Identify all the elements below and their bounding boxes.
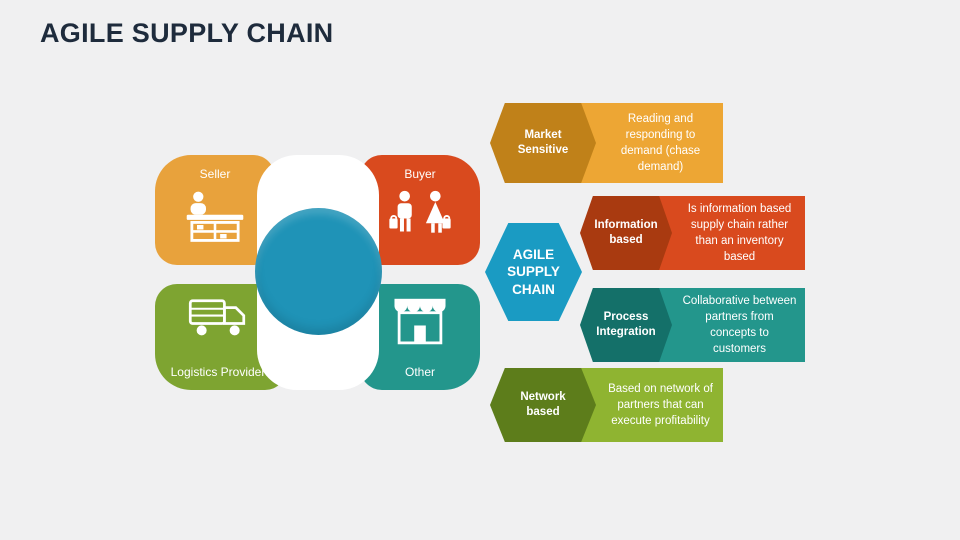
tile-logistics-label: Logistics Providers: [170, 365, 272, 379]
tile-other: Other: [360, 284, 480, 390]
row-information-based: Is information based supply chain rather…: [580, 196, 805, 270]
tile-buyer-label: Buyer: [404, 167, 436, 181]
row-process-integration: Collaborative between partners from conc…: [580, 288, 805, 362]
tile-seller-label: Seller: [199, 167, 231, 181]
network-based-chevron: Network based: [490, 368, 596, 442]
truck-icon: [188, 299, 246, 336]
stakeholders-diagram: Seller Buyer: [155, 155, 480, 390]
shoppers-icon: [389, 190, 451, 233]
agile-supply-chain-hexagon: AGILE SUPPLY CHAIN: [485, 223, 582, 321]
tile-buyer: Buyer: [360, 155, 480, 265]
center-circle: [255, 208, 382, 335]
market-sensitive-chevron: Market Sensitive: [490, 103, 596, 183]
tile-seller: Seller: [155, 155, 275, 265]
process-integration-description: Collaborative between partners from conc…: [650, 288, 805, 362]
information-based-description: Is information based supply chain rather…: [650, 196, 805, 270]
row-market-sensitive: Reading and responding to demand (chase …: [490, 103, 723, 183]
slide-title: AGILE SUPPLY CHAIN: [40, 18, 334, 48]
process-integration-chevron: Process Integration: [580, 288, 672, 362]
seller-stall-icon: [186, 191, 244, 242]
hexagon-label: AGILE SUPPLY CHAIN: [507, 246, 560, 297]
storefront-icon: [394, 298, 446, 345]
tile-other-label: Other: [404, 365, 435, 379]
information-based-chevron: Information based: [580, 196, 672, 270]
row-network-based: Based on network of partners that can ex…: [490, 368, 723, 442]
